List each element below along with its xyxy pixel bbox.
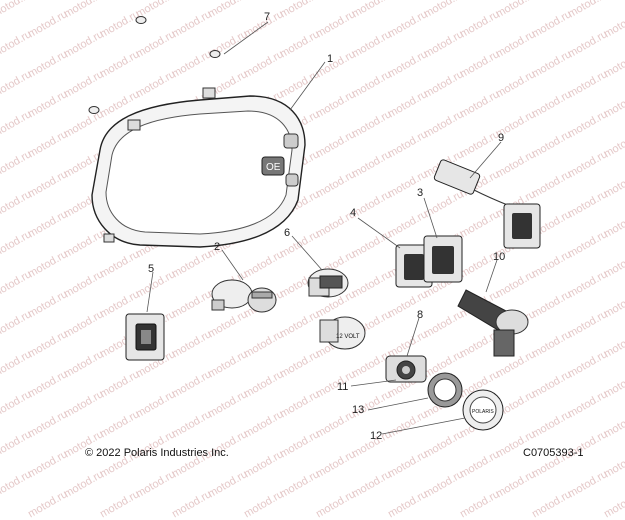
watermark-text: motod.ru bbox=[278, 468, 322, 500]
callout-12: 12 bbox=[370, 430, 382, 442]
watermark-text: motod.ru bbox=[62, 468, 106, 500]
watermark-text: motod.ru bbox=[422, 468, 466, 500]
callout-9: 9 bbox=[498, 132, 504, 144]
callout-13: 13 bbox=[352, 404, 364, 416]
rocker-switch-part-3 bbox=[424, 236, 462, 282]
accessory-outlet: 12 VOLT bbox=[320, 317, 365, 349]
usb-outlet-label: POLARIS bbox=[472, 409, 494, 415]
ring-nut-part-13 bbox=[428, 373, 462, 407]
figure-code: C0705393-1 bbox=[523, 447, 584, 459]
watermark-text: motod.ru bbox=[458, 488, 502, 520]
callout-8: 8 bbox=[417, 309, 423, 321]
harness-part-9 bbox=[433, 159, 540, 248]
callout-1: 1 bbox=[327, 53, 333, 65]
watermark-text: motod.ru bbox=[134, 468, 178, 500]
watermark-text: motod.ru bbox=[26, 488, 70, 520]
rocker-switch-part-5 bbox=[126, 314, 164, 360]
copyright-text: © 2022 Polaris Industries Inc. bbox=[85, 447, 229, 459]
watermark-text: motod.ru bbox=[566, 468, 610, 500]
watermark-text: motod.ru bbox=[242, 488, 286, 520]
power-port-part-10 bbox=[458, 290, 528, 356]
instrument-cluster-part-1: OE bbox=[92, 88, 305, 247]
callout-11: 11 bbox=[337, 381, 348, 393]
watermark-text: motod.ru bbox=[350, 468, 394, 500]
watermark-text: motod.ru bbox=[170, 488, 214, 520]
watermark-text: motod.ru bbox=[0, 468, 34, 500]
cluster-badge-text: OE bbox=[266, 162, 281, 173]
watermark-text: motod.ru bbox=[494, 468, 538, 500]
watermark-text: motod.ru bbox=[602, 488, 625, 520]
ignition-switch-part-2 bbox=[212, 280, 276, 312]
watermark-text: motod.ru bbox=[386, 488, 430, 520]
callout-4: 4 bbox=[350, 207, 356, 219]
callout-5: 5 bbox=[148, 263, 154, 275]
socket-part-8 bbox=[386, 356, 426, 382]
watermark-text: motod.ru bbox=[206, 468, 250, 500]
callout-3: 3 bbox=[417, 187, 423, 199]
accessory-outlet-label: 12 VOLT bbox=[336, 334, 360, 340]
usb-outlet-part-12: POLARIS bbox=[463, 390, 503, 430]
callout-2: 2 bbox=[214, 241, 220, 253]
watermark-text: motod.ru bbox=[98, 488, 142, 520]
switch-part-6 bbox=[308, 269, 348, 297]
clip-part-7 bbox=[89, 17, 220, 114]
callout-7: 7 bbox=[264, 11, 270, 23]
callout-10: 10 bbox=[493, 251, 505, 263]
watermark-text: motod.ru bbox=[530, 488, 574, 520]
watermark-text: motod.ru bbox=[314, 488, 358, 520]
callout-6: 6 bbox=[284, 227, 290, 239]
parts-diagram: OE 12 VOLT bbox=[0, 0, 625, 468]
